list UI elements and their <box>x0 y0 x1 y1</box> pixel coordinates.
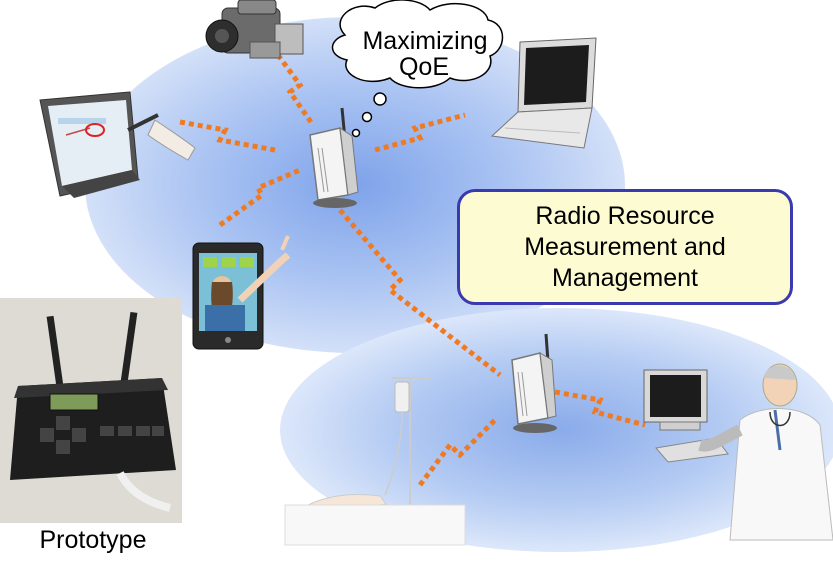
bubble-text-line2: QoE <box>399 53 449 81</box>
wireless-links <box>179 53 646 487</box>
video-camera-icon <box>205 0 304 59</box>
link-laptop <box>374 112 466 153</box>
access-point-2-icon <box>511 333 557 433</box>
callout-line-3: Management <box>552 263 698 292</box>
link-tablet <box>179 119 276 153</box>
desktop-computer-icon <box>643 369 729 463</box>
callout-line-1: Radio Resource <box>535 201 715 230</box>
link-patient <box>418 418 497 487</box>
patient-iv-icon <box>284 377 466 546</box>
lower-cell-coverage <box>280 308 833 552</box>
callout-line-2: Measurement and <box>524 232 726 261</box>
link-smartphone <box>218 167 301 228</box>
doctor-icon <box>698 363 833 541</box>
link-camera <box>275 53 316 127</box>
prototype-label: Prototype <box>39 526 147 554</box>
pen-tablet-icon <box>39 91 196 198</box>
smartphone-icon <box>192 235 291 350</box>
laptop-icon <box>490 37 597 149</box>
link-doctor <box>554 389 646 428</box>
callout-box: Radio Resource Measurement and Managemen… <box>457 189 793 305</box>
link-backhaul <box>338 208 502 377</box>
prototype-photo <box>0 298 182 523</box>
thought-bubble: Maximizing QoE <box>331 0 504 138</box>
access-point-1-icon <box>309 107 359 208</box>
bubble-text-line1: Maximizing <box>362 27 487 55</box>
